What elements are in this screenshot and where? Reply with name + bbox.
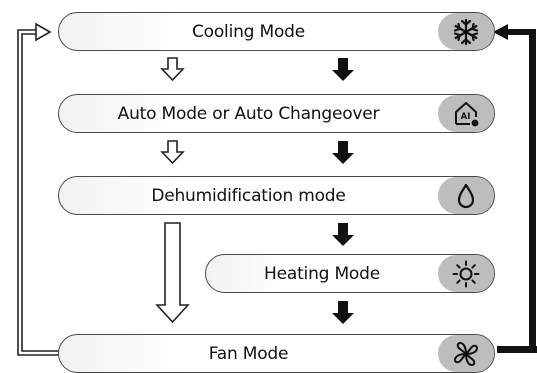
fan-mode-label: Fan Mode <box>208 343 289 364</box>
cooling-icon-box <box>438 13 494 50</box>
loop-arrow-left-outer <box>17 29 60 356</box>
auto-ai-icon-text: AI <box>461 112 471 122</box>
cooling-mode-label: Cooling Mode <box>191 21 305 42</box>
fan-mode-pill: Fan Mode <box>58 334 495 373</box>
solid-arrow-down-3 <box>332 223 354 246</box>
auto-mode-pill: Auto Mode or Auto Changeover AI <box>58 94 495 133</box>
dehumidification-mode-pill: Dehumidification mode <box>58 176 495 215</box>
heating-mode-label: Heating Mode <box>264 263 380 284</box>
loop-arrow-left-inner <box>21 33 60 352</box>
sun-icon <box>452 260 480 287</box>
loop-arrow-right-head <box>493 24 508 40</box>
dehumidification-mode-label: Dehumidification mode <box>151 185 346 206</box>
snowflake-icon <box>453 18 479 45</box>
heating-mode-pill: Heating Mode <box>205 254 495 293</box>
auto-mode-label: Auto Mode or Auto Changeover <box>117 103 380 124</box>
auto-ai-icon: AI <box>455 101 479 126</box>
loop-arrow-left-head <box>35 22 52 42</box>
cooling-mode-pill: Cooling Mode <box>58 12 495 51</box>
auto-icon-box: AI <box>438 95 494 132</box>
droplet-icon <box>457 183 475 208</box>
loop-arrow-right-line-bottom <box>497 346 537 353</box>
fan-icon <box>454 341 478 366</box>
hollow-arrow-down-long <box>155 222 190 324</box>
solid-arrow-down-4 <box>332 301 354 324</box>
hollow-arrow-down-1 <box>160 57 185 82</box>
fan-icon-box <box>438 335 494 372</box>
dehumid-icon-box <box>438 177 494 214</box>
loop-arrow-right-line-top <box>508 29 536 35</box>
hollow-arrow-down-2 <box>160 140 185 165</box>
solid-arrow-down-1 <box>332 58 354 81</box>
solid-arrow-down-2 <box>332 141 354 164</box>
heating-icon-box <box>438 255 494 292</box>
loop-arrow-right-line-vertical <box>529 30 536 353</box>
